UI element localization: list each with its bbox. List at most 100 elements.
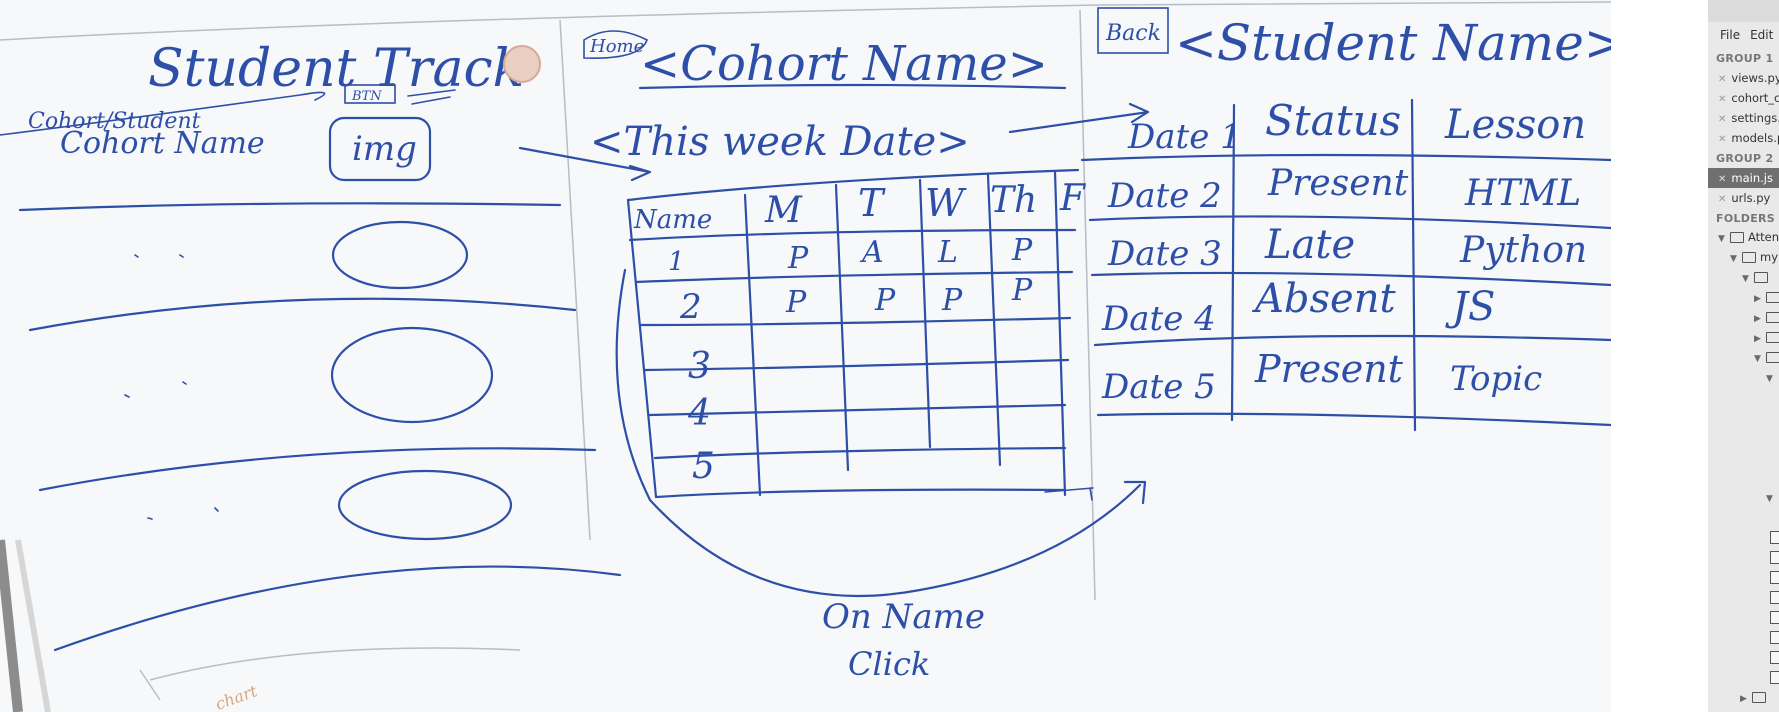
open-file-views[interactable]: ✕views.py bbox=[1708, 68, 1779, 88]
file-icon bbox=[1770, 631, 1779, 644]
tree-folder[interactable]: ▼ bbox=[1766, 490, 1778, 504]
student-status-2: Present bbox=[1267, 163, 1409, 204]
chevron-right-icon[interactable]: ▶ bbox=[1754, 314, 1761, 324]
tree-folder[interactable]: ▼ bbox=[1742, 270, 1772, 284]
open-file-main-js[interactable]: ✕ main.js bbox=[1708, 168, 1779, 188]
close-icon[interactable]: ✕ bbox=[1718, 194, 1727, 205]
tree-folder[interactable]: ▶ bbox=[1740, 690, 1770, 704]
tree-file[interactable] bbox=[1770, 650, 1779, 664]
grid-row-4: 4 bbox=[687, 393, 711, 434]
grid-row-2: 2 bbox=[679, 287, 702, 327]
grid-row-5: 5 bbox=[692, 446, 715, 487]
student-status-5: Present bbox=[1254, 347, 1404, 391]
menu-bar: File Edit S bbox=[1720, 28, 1779, 42]
file-icon bbox=[1770, 531, 1779, 544]
close-icon[interactable]: ✕ bbox=[1718, 174, 1727, 185]
tree-file[interactable] bbox=[1770, 670, 1779, 684]
back-label: Back bbox=[1105, 21, 1161, 46]
tree-file[interactable] bbox=[1770, 570, 1779, 584]
student-date-3: Date 3 bbox=[1107, 234, 1222, 274]
grid-row-3: 3 bbox=[688, 346, 711, 387]
folder-open-icon bbox=[1730, 232, 1744, 243]
student-header-status: Status bbox=[1265, 96, 1401, 145]
open-file-urls[interactable]: ✕ urls.py bbox=[1708, 188, 1779, 208]
tree-child-label: my bbox=[1760, 250, 1779, 264]
chevron-right-icon[interactable]: ▶ bbox=[1740, 694, 1747, 704]
tree-folder[interactable]: ▼ bbox=[1766, 370, 1778, 384]
tree-root[interactable]: ▼ Atten bbox=[1718, 230, 1779, 244]
grid-header-m: M bbox=[764, 190, 803, 231]
group-1-label: GROUP 1 bbox=[1716, 52, 1774, 65]
grid-cell-2-w: P bbox=[941, 283, 963, 318]
group-2-label: GROUP 2 bbox=[1716, 152, 1774, 165]
folders-label: FOLDERS bbox=[1716, 212, 1776, 225]
left-img-label: img bbox=[352, 129, 417, 169]
file-label: cohort_c bbox=[1731, 91, 1779, 105]
folder-icon bbox=[1766, 312, 1779, 323]
sidebar-top-strip bbox=[1708, 0, 1779, 22]
grid-cell-1-m: P bbox=[787, 241, 809, 276]
folder-open-icon bbox=[1742, 252, 1756, 263]
close-icon[interactable]: ✕ bbox=[1718, 94, 1727, 105]
tree-file[interactable] bbox=[1770, 610, 1779, 624]
grid-header-t: T bbox=[858, 181, 886, 225]
close-icon[interactable]: ✕ bbox=[1718, 114, 1727, 125]
file-icon bbox=[1770, 591, 1779, 604]
tree-folder[interactable]: ▶ bbox=[1754, 290, 1779, 304]
chevron-down-icon[interactable]: ▼ bbox=[1754, 354, 1761, 364]
tree-file[interactable] bbox=[1770, 550, 1779, 564]
chevron-right-icon[interactable]: ▶ bbox=[1754, 334, 1761, 344]
close-icon[interactable]: ✕ bbox=[1718, 134, 1727, 145]
tree-folder[interactable]: ▶ bbox=[1754, 310, 1779, 324]
file-icon bbox=[1770, 671, 1779, 684]
whiteboard-photo: Student Track Cohort/Student BTN Cohort … bbox=[0, 0, 1611, 712]
tree-file[interactable] bbox=[1770, 630, 1779, 644]
grid-header-w: W bbox=[925, 181, 967, 225]
chevron-down-icon[interactable]: ▼ bbox=[1766, 494, 1773, 504]
folder-icon bbox=[1752, 692, 1766, 703]
folder-open-icon bbox=[1766, 352, 1779, 363]
grid-cell-2-th: P bbox=[1011, 273, 1033, 308]
chevron-down-icon[interactable]: ▼ bbox=[1718, 234, 1725, 244]
editor-sidebar: File Edit S GROUP 1 ✕views.py ✕cohort_c … bbox=[1708, 0, 1779, 712]
tree-folder[interactable]: ▼ bbox=[1754, 350, 1779, 364]
chevron-down-icon[interactable]: ▼ bbox=[1742, 274, 1749, 284]
corner-scribble: chart bbox=[213, 681, 260, 712]
open-file-models[interactable]: ✕ models.p bbox=[1708, 128, 1779, 148]
grid-cell-2-t: P bbox=[874, 283, 896, 318]
student-header-lesson: Lesson bbox=[1444, 102, 1586, 148]
chevron-down-icon[interactable]: ▼ bbox=[1730, 254, 1737, 264]
student-status-3: Late bbox=[1264, 222, 1355, 268]
menu-file[interactable]: File bbox=[1720, 28, 1741, 42]
chevron-right-icon[interactable]: ▶ bbox=[1754, 294, 1761, 304]
close-icon[interactable]: ✕ bbox=[1718, 74, 1727, 85]
student-date-2: Date 2 bbox=[1107, 176, 1222, 216]
file-label: main.js bbox=[1731, 171, 1773, 185]
tree-root-label: Atten bbox=[1748, 230, 1779, 244]
file-label: urls.py bbox=[1731, 191, 1771, 205]
tree-file[interactable] bbox=[1770, 590, 1779, 604]
file-label: models.p bbox=[1731, 131, 1779, 145]
grid-cell-1-w: L bbox=[937, 235, 958, 270]
file-icon bbox=[1770, 611, 1779, 624]
note-line-1: On Name bbox=[822, 597, 985, 637]
menu-edit[interactable]: Edit bbox=[1750, 28, 1774, 42]
tree-file[interactable] bbox=[1770, 530, 1779, 544]
tree-folder[interactable]: ▶ bbox=[1754, 330, 1779, 344]
tree-child[interactable]: ▼ my bbox=[1730, 250, 1778, 264]
chevron-down-icon[interactable]: ▼ bbox=[1766, 374, 1773, 384]
left-btn-label: BTN bbox=[351, 89, 382, 104]
student-status-4: Absent bbox=[1251, 276, 1396, 322]
file-icon bbox=[1770, 571, 1779, 584]
attendance-grid bbox=[626, 168, 1080, 499]
grid-cell-2-m: P bbox=[785, 285, 807, 320]
left-title: Student Track bbox=[148, 39, 524, 99]
student-table bbox=[1080, 98, 1611, 432]
open-file-cohort[interactable]: ✕ cohort_c bbox=[1708, 88, 1779, 108]
file-icon bbox=[1770, 551, 1779, 564]
open-file-settings[interactable]: ✕settings. bbox=[1708, 108, 1779, 128]
folder-open-icon bbox=[1754, 272, 1768, 283]
left-header-label: Cohort Name bbox=[60, 126, 265, 161]
folder-icon bbox=[1766, 332, 1779, 343]
week-label: <This week Date> bbox=[590, 119, 970, 165]
